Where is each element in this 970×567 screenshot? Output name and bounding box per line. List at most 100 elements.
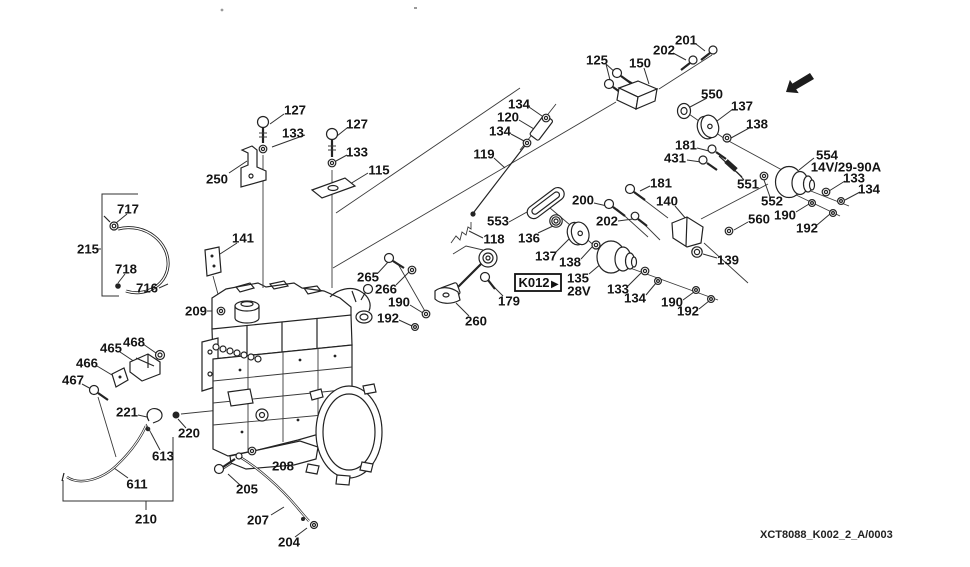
bolt-431 — [698, 155, 718, 171]
washer-134-554 — [836, 197, 845, 206]
bolt-125a — [611, 67, 633, 85]
part-label-136: 136 — [518, 231, 540, 246]
part-label-28V: 28V — [567, 284, 591, 299]
part-label-120: 120 — [497, 110, 519, 125]
washer-192-center — [411, 323, 420, 332]
part-label-133: 133 — [607, 282, 629, 297]
part-label-560: 560 — [748, 212, 770, 227]
part-label-139: 139 — [717, 253, 739, 268]
pipe-611-cluster — [61, 408, 180, 483]
washer-138-mid — [591, 240, 601, 250]
part-label-150: 150 — [629, 56, 651, 71]
bolt-179 — [479, 271, 496, 290]
part-label-201: 201 — [675, 33, 697, 48]
throttle-lever-assembly — [434, 245, 498, 304]
solenoid-465-cluster — [88, 349, 166, 401]
part-label-466: 466 — [76, 356, 98, 371]
part-label-137: 137 — [731, 99, 753, 114]
bolt-127-left — [256, 115, 270, 143]
part-label-250: 250 — [206, 172, 228, 187]
washer-190-554 — [807, 199, 816, 208]
part-label-179: 179 — [498, 294, 520, 309]
reference-box-label: K012 — [518, 275, 549, 290]
part-label-181: 181 — [650, 176, 672, 191]
print-marks — [220, 7, 417, 12]
doc-code: XCT8088_K002_2_A/0003 — [760, 529, 893, 541]
part-label-716: 716 — [136, 281, 158, 296]
washer-192-554 — [828, 209, 837, 218]
bracket-260 — [434, 287, 461, 304]
part-label-141: 141 — [232, 231, 254, 246]
part-label-138: 138 — [746, 117, 768, 132]
part-label-465: 465 — [100, 341, 122, 356]
hook-221 — [146, 408, 163, 424]
part-label-431: 431 — [664, 151, 686, 166]
washer-133-left — [258, 144, 268, 154]
part-label-611: 611 — [126, 477, 147, 492]
nut-468 — [154, 349, 166, 361]
part-label-205: 205 — [236, 482, 258, 497]
part-label-127: 127 — [284, 103, 306, 118]
part-label-134: 134 — [508, 97, 531, 112]
part-label-215: 215 — [77, 242, 99, 257]
plate-141 — [204, 246, 222, 277]
washer-133-right — [327, 158, 337, 168]
part-label-202: 202 — [596, 214, 618, 229]
washer-190-135 — [691, 286, 700, 295]
part-label-127: 127 — [346, 117, 368, 132]
part-label-221: 221 — [116, 405, 138, 420]
clamp-613 — [145, 423, 152, 434]
washer-134-135 — [653, 277, 662, 286]
rod-551 — [718, 155, 743, 178]
washer-560 — [724, 226, 734, 236]
part-label-718: 718 — [115, 262, 137, 277]
part-label-613: 613 — [152, 449, 174, 464]
bracket-140 — [671, 216, 704, 248]
washer-208 — [247, 446, 257, 456]
bolt-200 — [603, 198, 626, 217]
part-label-192: 192 — [377, 311, 399, 326]
bracket-250 — [240, 145, 267, 188]
part-label-208: 208 — [272, 459, 294, 474]
bolt-205 — [213, 458, 236, 475]
part-label-190: 190 — [774, 208, 796, 223]
washer-138-top — [722, 133, 732, 143]
fan-disc-137-top — [696, 114, 720, 140]
fan-disc-137-mid — [566, 221, 590, 246]
bolt-202-top — [680, 55, 698, 71]
alternator-14v-554 — [774, 165, 816, 199]
washer-266 — [407, 265, 417, 275]
plate-115 — [310, 177, 357, 199]
part-label-119: 119 — [473, 147, 494, 162]
pulley-550 — [676, 102, 692, 120]
washer-133-135 — [640, 266, 650, 276]
bushing-139 — [691, 246, 703, 258]
part-label-192: 192 — [677, 304, 699, 319]
alternator-28v-135 — [596, 240, 638, 274]
bushing-136 — [549, 214, 563, 228]
clip-718 — [115, 283, 121, 289]
bolt-201 — [700, 45, 718, 61]
washer-133-554 — [821, 187, 831, 197]
bolt-127-right — [325, 127, 339, 157]
part-label-207: 207 — [247, 513, 269, 528]
bolt-467 — [88, 384, 109, 401]
mount-block-150 — [616, 80, 659, 110]
part-label-133: 133 — [843, 171, 865, 186]
fitting-204 — [301, 517, 319, 530]
part-label-468: 468 — [123, 335, 145, 350]
part-label-118: 118 — [483, 232, 504, 247]
part-label-551: 551 — [737, 177, 759, 192]
hose-assembly-215 — [103, 215, 170, 295]
part-label-210: 210 — [135, 512, 157, 527]
part-label-552: 552 — [761, 194, 783, 209]
part-label-181: 181 — [675, 138, 697, 153]
group-brackets — [62, 193, 174, 510]
part-label-138: 138 — [559, 255, 581, 270]
labels-layer: 1271332501271331157172157187161412094684… — [62, 33, 882, 550]
part-label-133: 133 — [282, 126, 304, 141]
part-label-220: 220 — [178, 426, 200, 441]
part-label-266: 266 — [375, 282, 397, 297]
reference-box-marker-icon: ▶ — [551, 279, 559, 290]
